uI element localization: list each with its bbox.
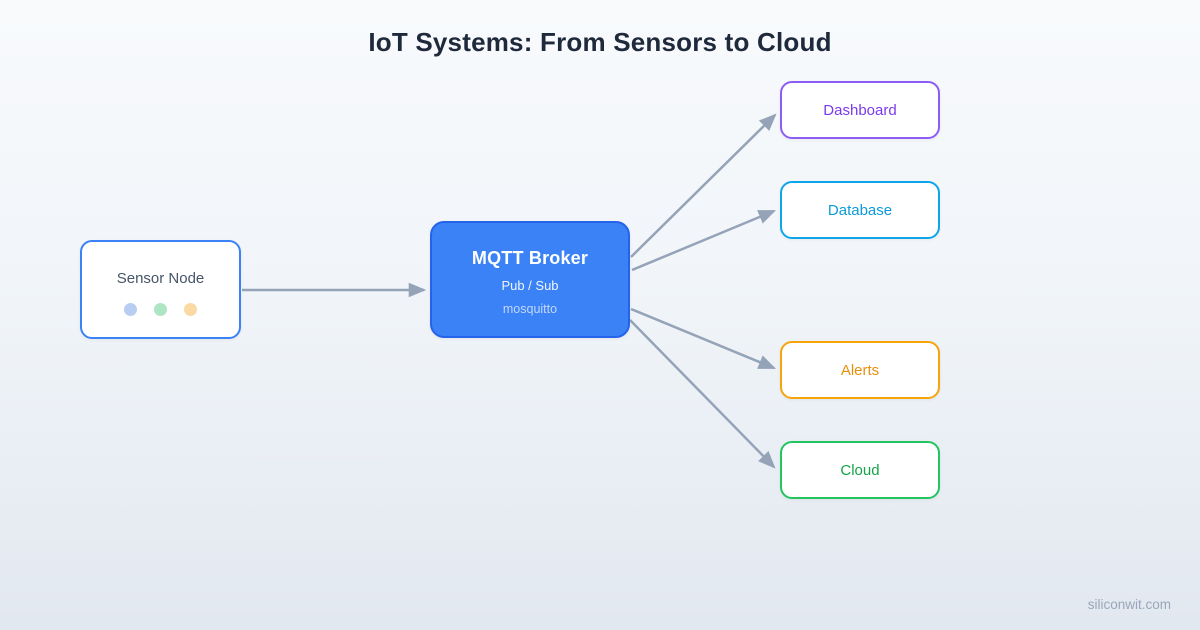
database-label: Database	[827, 201, 893, 219]
edge-broker-cloud	[629, 319, 776, 469]
node-sensor: Sensor Node	[80, 240, 241, 339]
sensor-dot-blue-icon	[124, 302, 137, 316]
edge-broker-database	[631, 209, 777, 272]
sensor-dot-orange-icon	[184, 302, 197, 316]
broker-note: mosquitto	[502, 301, 558, 316]
watermark: siliconwit.com	[1087, 597, 1171, 612]
cloud-label: Cloud	[840, 461, 880, 479]
edge-broker-alerts	[630, 307, 777, 370]
broker-subtitle: Pub / Sub	[501, 277, 559, 293]
alerts-label: Alerts	[840, 361, 880, 379]
edge-broker-dashboard	[630, 113, 777, 258]
sensor-label: Sensor Node	[116, 269, 205, 287]
node-cloud: Cloud	[780, 441, 940, 499]
broker-title: MQTT Broker	[471, 247, 589, 268]
node-database: Database	[780, 181, 940, 239]
sensor-dot-green-icon	[154, 302, 167, 316]
dashboard-label: Dashboard	[823, 101, 897, 119]
sensor-status-dots	[124, 302, 197, 316]
page-title: IoT Systems: From Sensors to Cloud	[368, 27, 832, 57]
node-alerts: Alerts	[780, 341, 940, 399]
node-dashboard: Dashboard	[780, 81, 940, 139]
node-broker: MQTT Broker Pub / Sub mosquitto	[430, 221, 630, 338]
